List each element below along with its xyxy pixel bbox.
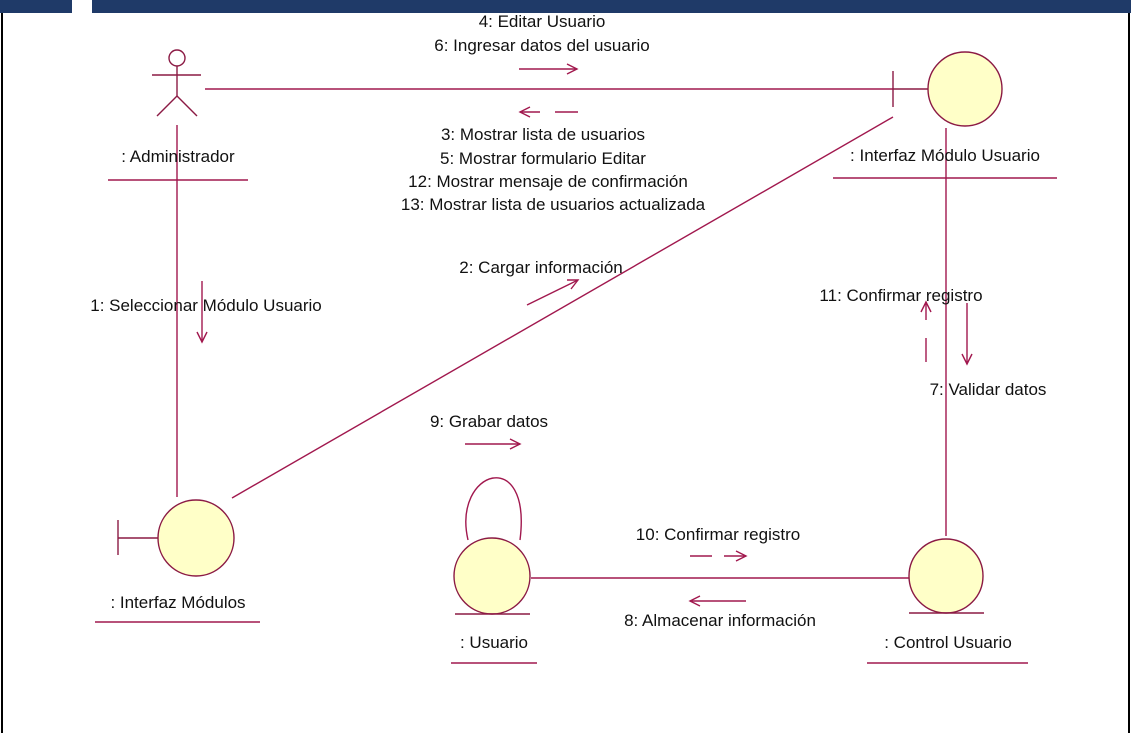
label-interfaz-usuario: : Interfaz Módulo Usuario [850, 146, 1040, 165]
actor-head [168, 49, 186, 67]
arrow-m9 [465, 438, 522, 450]
message-10: 10: Confirmar registro [636, 525, 800, 544]
arrow-m11 [920, 300, 932, 362]
message-11: 11: Confirmar registro [819, 286, 982, 305]
message-2: 2: Cargar información [459, 258, 622, 277]
label-control-usuario: : Control Usuario [884, 633, 1012, 652]
arrow-m8 [688, 595, 746, 607]
self-link-usuario [465, 477, 522, 541]
message-5: 5: Mostrar formulario Editar [440, 149, 646, 168]
header-bar-main [92, 0, 1061, 13]
label-interfaz-modulos: : Interfaz Módulos [110, 593, 245, 612]
arrow-m7 [961, 303, 973, 366]
message-6: 6: Ingresar datos del usuario [434, 36, 649, 55]
entity-usuario [453, 537, 531, 615]
boundary-interfaz-modulos [117, 499, 235, 577]
label-administrador: : Administrador [121, 147, 235, 166]
message-12: 12: Mostrar mensaje de confirmación [408, 172, 688, 191]
message-9: 9: Grabar datos [430, 412, 548, 431]
message-3: 3: Mostrar lista de usuarios [441, 125, 645, 144]
label-usuario: : Usuario [460, 633, 528, 652]
boundary-interfaz-usuario [892, 51, 1003, 127]
link-interfaz-modulos-interfaz-usuario [231, 116, 894, 499]
entity-control-usuario [908, 538, 984, 614]
header-bar-right [1061, 0, 1131, 13]
header-bar-left [0, 0, 72, 13]
arrow-m10 [690, 550, 748, 562]
message-1: 1: Seleccionar Módulo Usuario [90, 296, 322, 315]
message-13: 13: Mostrar lista de usuarios actualizad… [401, 195, 706, 214]
message-4: 4: Editar Usuario [479, 12, 606, 31]
arrow-m4-m6 [519, 63, 579, 75]
arrow-m2 [526, 279, 580, 306]
arrow-m3-m5-m12-m13 [518, 106, 578, 118]
arrow-m1 [196, 281, 208, 344]
actor-administrador [152, 49, 201, 117]
message-8: 8: Almacenar información [624, 611, 816, 630]
message-7: 7: Validar datos [930, 380, 1047, 399]
